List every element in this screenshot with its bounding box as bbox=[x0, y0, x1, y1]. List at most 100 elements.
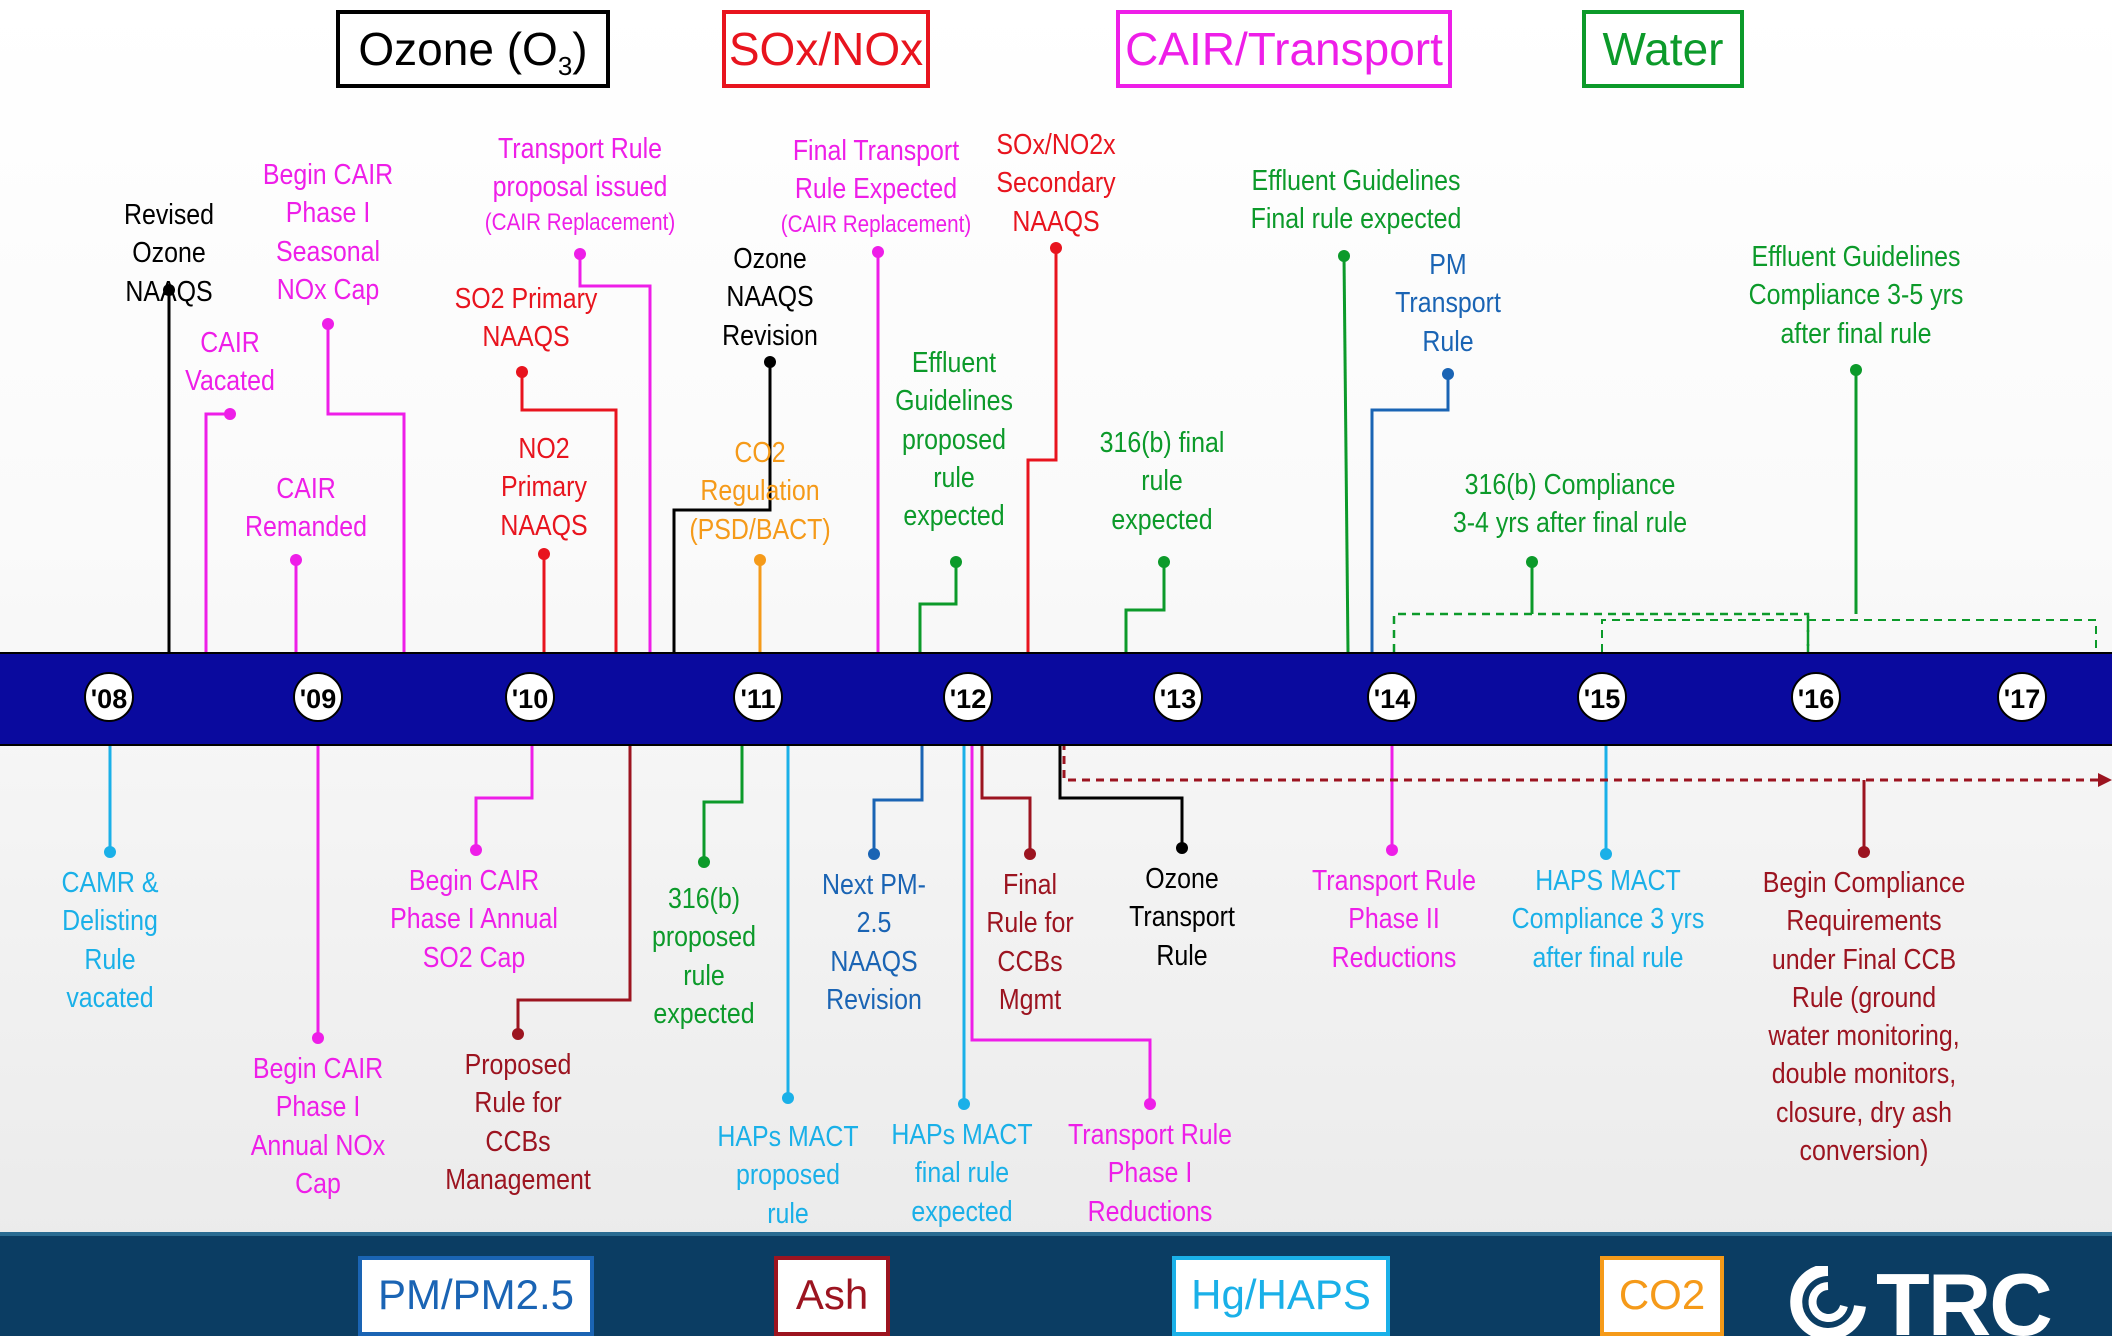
year-marker-12: '12 bbox=[943, 672, 993, 722]
connector-line bbox=[516, 742, 632, 1034]
event-dot bbox=[312, 1032, 324, 1044]
event-text: Begin Compliance Requirements under Fina… bbox=[1762, 867, 1966, 1167]
event-dot bbox=[1176, 842, 1188, 854]
event-dot bbox=[1526, 556, 1538, 568]
event-text: Transport Rule Phase I Reductions bbox=[1067, 1119, 1233, 1228]
year-marker-16: '16 bbox=[1791, 672, 1841, 722]
event-effluent-compliance: Effluent Guidelines Compliance 3-5 yrs a… bbox=[1684, 238, 2028, 353]
event-text: CO2 Regulation (PSD/BACT) bbox=[689, 437, 831, 546]
compliance-window-line bbox=[1601, 619, 2097, 652]
event-text: Transport Rule proposal issued bbox=[492, 133, 668, 204]
event-final-ccb: Final Rule for CCBs Mgmt bbox=[858, 866, 1202, 1019]
event-sox-secondary: SOx/NO2x Secondary NAAQS bbox=[884, 126, 1228, 241]
year-marker-10: '10 bbox=[505, 672, 555, 722]
event-dot bbox=[872, 246, 884, 258]
event-begin-cair-annual-nox: Begin CAIR Phase I Annual NOx Cap bbox=[146, 1050, 490, 1203]
event-dot bbox=[290, 554, 302, 566]
event-dot bbox=[868, 848, 880, 860]
event-dot bbox=[163, 284, 175, 296]
event-dot bbox=[538, 548, 550, 560]
event-haps-final: HAPs MACT final rule expected bbox=[790, 1116, 1134, 1231]
event-dot bbox=[516, 366, 528, 378]
connector-line bbox=[1124, 562, 1166, 652]
event-text: 316(b) proposed rule expected bbox=[651, 883, 757, 1030]
event-dot bbox=[224, 408, 236, 420]
year-marker-13: '13 bbox=[1153, 672, 1203, 722]
connector-line bbox=[1026, 248, 1058, 652]
legend-ozone: Ozone (O3) bbox=[336, 10, 610, 88]
event-haps-proposed: HAPs MACT proposed rule bbox=[616, 1118, 960, 1233]
legend-cair-transport: CAIR/Transport bbox=[1116, 10, 1452, 88]
event-no2-primary: NO2 Primary NAAQS bbox=[372, 430, 716, 545]
event-text: HAPS MACT Compliance 3 yrs after final r… bbox=[1511, 865, 1705, 974]
event-text: Effluent Guidelines Compliance 3-5 yrs a… bbox=[1748, 241, 1964, 350]
event-dot bbox=[1050, 242, 1062, 254]
legend-ash: Ash bbox=[774, 1256, 890, 1336]
event-text: Revised Ozone NAAQS bbox=[123, 199, 215, 308]
event-final-transport: Final Transport Rule Expected(CAIR Repla… bbox=[704, 132, 1048, 240]
event-text: HAPs MACT proposed rule bbox=[717, 1121, 859, 1230]
connector-line bbox=[872, 742, 924, 854]
event-pm-transport: PM Transport Rule bbox=[1276, 246, 1620, 361]
event-text: Final Rule for CCBs Mgmt bbox=[986, 869, 1074, 1016]
event-text: Ozone NAAQS Revision bbox=[722, 243, 818, 352]
year-marker-08: '08 bbox=[84, 672, 134, 722]
connector-line bbox=[474, 742, 534, 850]
event-haps-compliance: HAPS MACT Compliance 3 yrs after final r… bbox=[1436, 862, 1780, 977]
event-316b-compliance: 316(b) Compliance 3-4 yrs after final ru… bbox=[1398, 466, 1742, 543]
event-so2-primary: SO2 Primary NAAQS bbox=[354, 280, 698, 357]
event-dot bbox=[1024, 848, 1036, 860]
event-text: 316(b) Compliance 3-4 yrs after final ru… bbox=[1452, 469, 1688, 540]
event-text: SOx/NO2x Secondary NAAQS bbox=[996, 129, 1116, 238]
event-dot bbox=[1600, 848, 1612, 860]
connector-line bbox=[578, 254, 652, 652]
legend-sox-nox: SOx/NOx bbox=[722, 10, 930, 88]
event-dot bbox=[782, 1092, 794, 1104]
connector-line bbox=[204, 412, 230, 652]
event-text: CAIR Remanded bbox=[244, 473, 368, 544]
event-text: Begin CAIR Phase I Seasonal NOx Cap bbox=[262, 159, 394, 306]
event-text: Next PM- 2.5 NAAQS Revision bbox=[822, 869, 926, 1016]
compliance-window-line bbox=[1062, 742, 2100, 782]
event-next-pm: Next PM- 2.5 NAAQS Revision bbox=[702, 866, 1046, 1019]
event-revised-ozone: Revised Ozone NAAQS bbox=[0, 196, 341, 311]
year-marker-11: '11 bbox=[733, 672, 783, 722]
compliance-window-line bbox=[1392, 612, 1810, 652]
event-ozone-revision: Ozone NAAQS Revision bbox=[598, 240, 942, 355]
event-transport-phase2: Transport Rule Phase II Reductions bbox=[1222, 862, 1566, 977]
connector-line bbox=[1342, 255, 1350, 653]
event-dot bbox=[754, 554, 766, 566]
event-begin-cair-annual-so2: Begin CAIR Phase I Annual SO2 Cap bbox=[302, 862, 646, 977]
legend-hg-haps: Hg/HAPS bbox=[1172, 1256, 1390, 1336]
event-316b-final: 316(b) final rule expected bbox=[990, 424, 1334, 539]
event-subtext: (CAIR Replacement) bbox=[484, 208, 676, 236]
event-dot bbox=[1442, 368, 1454, 380]
connector-line bbox=[672, 362, 772, 652]
event-ozone-transport: Ozone Transport Rule bbox=[1010, 860, 1354, 975]
connector-line bbox=[702, 742, 744, 862]
event-cair-remanded: CAIR Remanded bbox=[134, 470, 478, 547]
event-text: HAPs MACT final rule expected bbox=[891, 1119, 1033, 1228]
legend-co2: CO2 bbox=[1600, 1256, 1724, 1336]
event-dot bbox=[1158, 556, 1170, 568]
footer-bar bbox=[0, 1232, 2112, 1336]
event-co2-regulation: CO2 Regulation (PSD/BACT) bbox=[588, 434, 932, 549]
event-dot bbox=[764, 356, 776, 368]
event-proposed-ccb: Proposed Rule for CCBs Management bbox=[346, 1046, 690, 1199]
connector-line bbox=[326, 324, 406, 652]
event-text: NO2 Primary NAAQS bbox=[500, 433, 588, 542]
event-dot bbox=[470, 844, 482, 856]
timeline-band bbox=[0, 652, 2112, 746]
event-text: Effluent Guidelines Final rule expected bbox=[1250, 165, 1462, 236]
event-cair-vacated: CAIR Vacated bbox=[58, 324, 402, 401]
footer-rule bbox=[0, 1232, 2112, 1236]
event-dot bbox=[1858, 846, 1870, 858]
year-marker-14: '14 bbox=[1367, 672, 1417, 722]
event-dot bbox=[1338, 250, 1350, 262]
event-transport-proposal: Transport Rule proposal issued (CAIR Repl… bbox=[408, 130, 752, 238]
event-316b-proposed: 316(b) proposed rule expected bbox=[532, 880, 876, 1033]
event-dot bbox=[1386, 844, 1398, 856]
legend-water: Water bbox=[1582, 10, 1744, 88]
